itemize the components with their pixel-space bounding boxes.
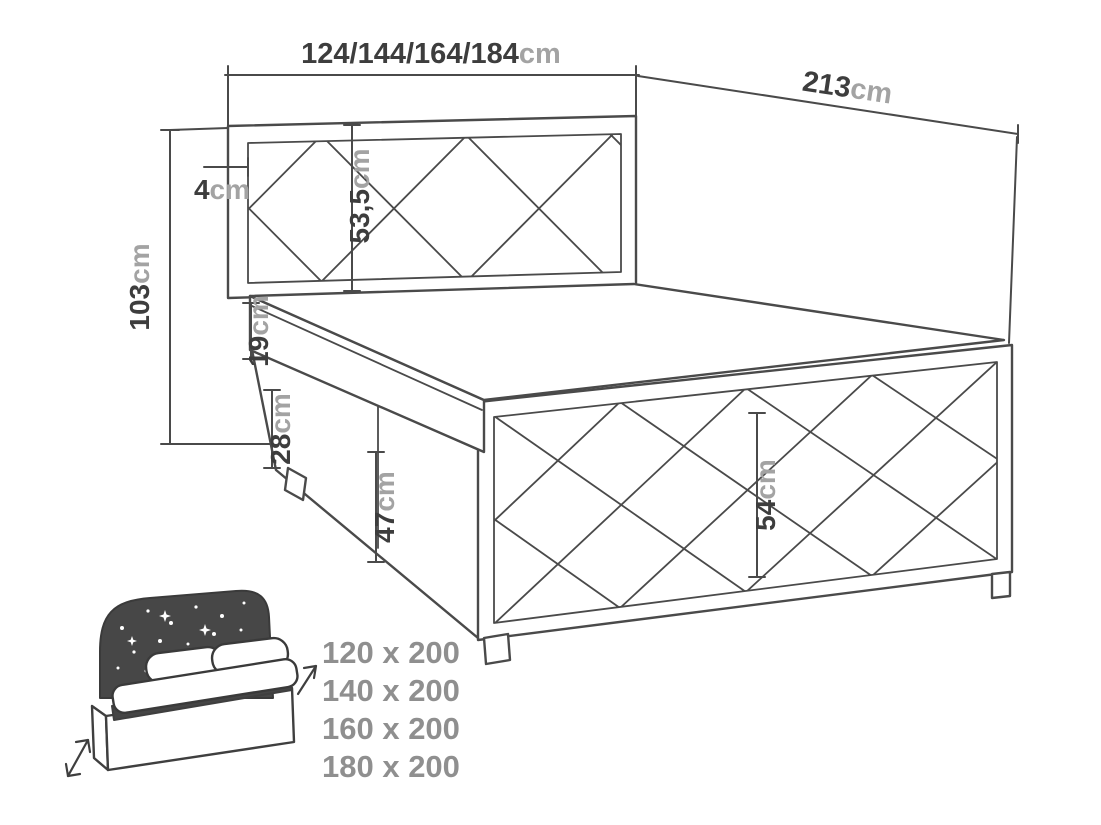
dim-base-label: 47cm — [369, 471, 400, 543]
dim-overall-height — [160, 127, 273, 445]
dim-mattress-label: 19cm — [243, 295, 274, 367]
dim-frame-unit: cm — [210, 174, 250, 205]
dim-length-label: 213cm — [800, 66, 894, 111]
available-sizes-list: 120 x 200 140 x 200 160 x 200 180 x 200 — [322, 635, 460, 784]
size-option: 180 x 200 — [322, 749, 460, 784]
dim-frame-thickness — [203, 157, 249, 177]
dim-overall-height-value: 103 — [124, 284, 155, 331]
size-option: 140 x 200 — [322, 673, 460, 708]
headboard-panel — [226, 114, 638, 300]
dim-mattress-unit: cm — [243, 295, 274, 335]
dim-width-value: 124/144/164/184 — [301, 38, 519, 70]
dim-headboard-value: 53,5 — [344, 189, 375, 244]
dim-headboard-unit: cm — [344, 149, 375, 189]
dim-topbox-height — [263, 389, 281, 469]
size-option: 160 x 200 — [322, 711, 460, 746]
dim-sidepanel-label: 54cm — [750, 459, 781, 531]
dim-topbox-unit: cm — [265, 393, 296, 433]
bed-leg-right — [990, 570, 1012, 600]
dim-mattress-height — [242, 302, 260, 360]
dim-topbox-label: 28cm — [265, 393, 296, 465]
bed-leg-front — [482, 632, 512, 666]
dim-length-value: 213 — [800, 66, 853, 105]
dim-mattress-value: 19 — [243, 336, 274, 367]
dim-width-label: 124/144/164/184cm — [301, 38, 561, 70]
dim-length — [637, 75, 1019, 344]
icon-lifted-mattress — [111, 658, 299, 714]
icon-arrows — [64, 664, 318, 778]
size-option: 120 x 200 — [322, 635, 460, 670]
dim-width — [224, 65, 640, 127]
dim-headboard-height — [343, 122, 361, 294]
dim-sidepanel-value: 54 — [750, 499, 781, 531]
dim-base-value: 47 — [369, 512, 400, 543]
dim-overall-height-label: 103cm — [124, 243, 155, 330]
dim-sidepanel-unit: cm — [750, 459, 781, 499]
headboard-quilt-pattern — [248, 134, 621, 283]
dim-base-unit: cm — [369, 471, 400, 511]
dim-headboard-label: 53,5cm — [344, 149, 375, 244]
dim-topbox-value: 28 — [265, 434, 296, 465]
side-panel-quilt-pattern — [494, 362, 997, 623]
storage-bed-icon — [64, 589, 318, 778]
dim-overall-height-unit: cm — [124, 243, 155, 283]
bed-leg-left — [283, 466, 308, 502]
dim-sidepanel-height — [748, 412, 766, 578]
dim-width-unit: cm — [519, 38, 561, 70]
side-panel — [476, 343, 1014, 666]
dim-length-unit: cm — [848, 73, 894, 111]
dim-frame-value: 4 — [194, 174, 210, 205]
dim-base-height — [367, 451, 385, 563]
dim-frame-label: 4cm — [194, 174, 250, 205]
